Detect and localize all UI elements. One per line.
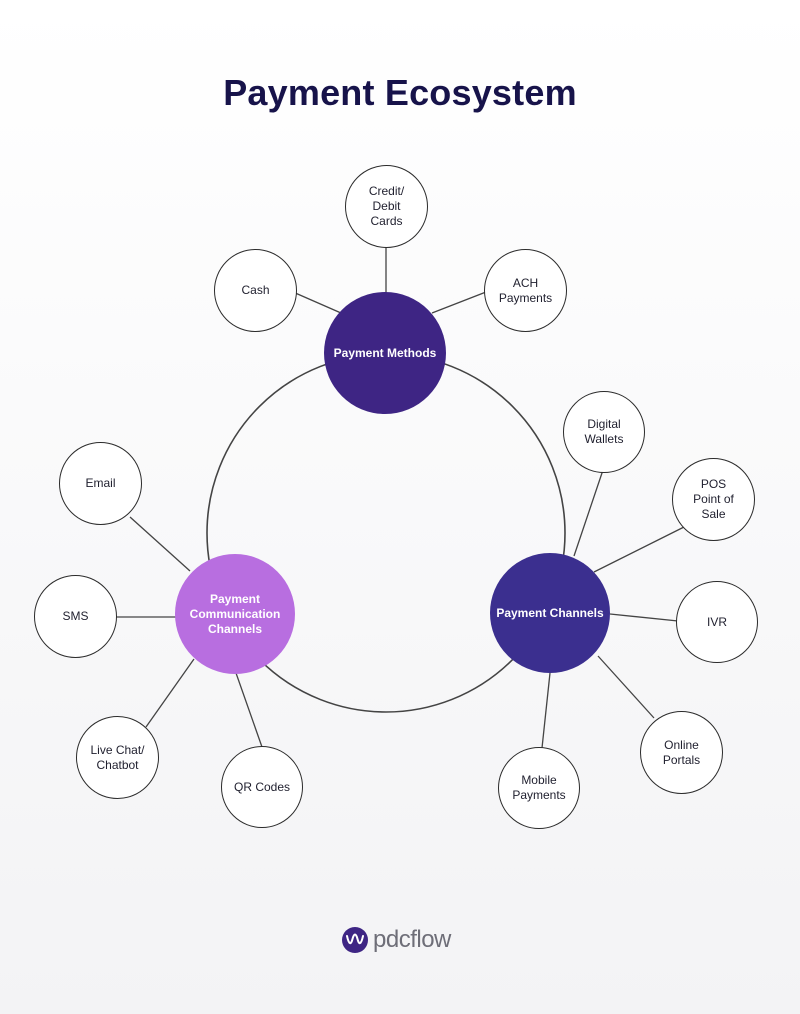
node-email: Email [59,442,142,525]
wave-logo-icon [342,927,368,953]
node-sms: SMS [34,575,117,658]
node-live-chat-chatbot: Live Chat/ Chatbot [76,716,159,799]
node-ivr: IVR [676,581,758,663]
hub-payment-communication-channels: Payment Communication Channels [175,554,295,674]
hub-payment-methods: Payment Methods [324,292,446,414]
line-methods-ach [431,291,487,314]
node-credit-debit-cards: Credit/ Debit Cards [345,165,428,248]
node-online-portals: Online Portals [640,711,723,794]
node-digital-wallets: Digital Wallets [563,391,645,473]
hub-payment-channels: Payment Channels [490,553,610,673]
logo-wordmark: pdcflow [373,926,451,953]
page-title: Payment Ecosystem [223,72,577,113]
line-channels-ivr [609,613,679,622]
line-methods-cash [292,291,342,314]
line-comm-email [129,516,191,572]
line-channels-pos [593,526,685,573]
node-ach-payments: ACH Payments [484,249,567,332]
line-channels-wallets [573,469,604,557]
node-cash: Cash [214,249,297,332]
node-qr-codes: QR Codes [221,746,303,828]
node-mobile-payments: Mobile Payments [498,747,580,829]
line-comm-chat [145,658,195,728]
pdcflow-logo: pdcflow [342,924,451,956]
node-pos: POS Point of Sale [672,458,755,541]
line-channels-online [597,655,655,719]
line-channels-mobile [541,672,551,749]
line-comm-qr [235,672,263,748]
